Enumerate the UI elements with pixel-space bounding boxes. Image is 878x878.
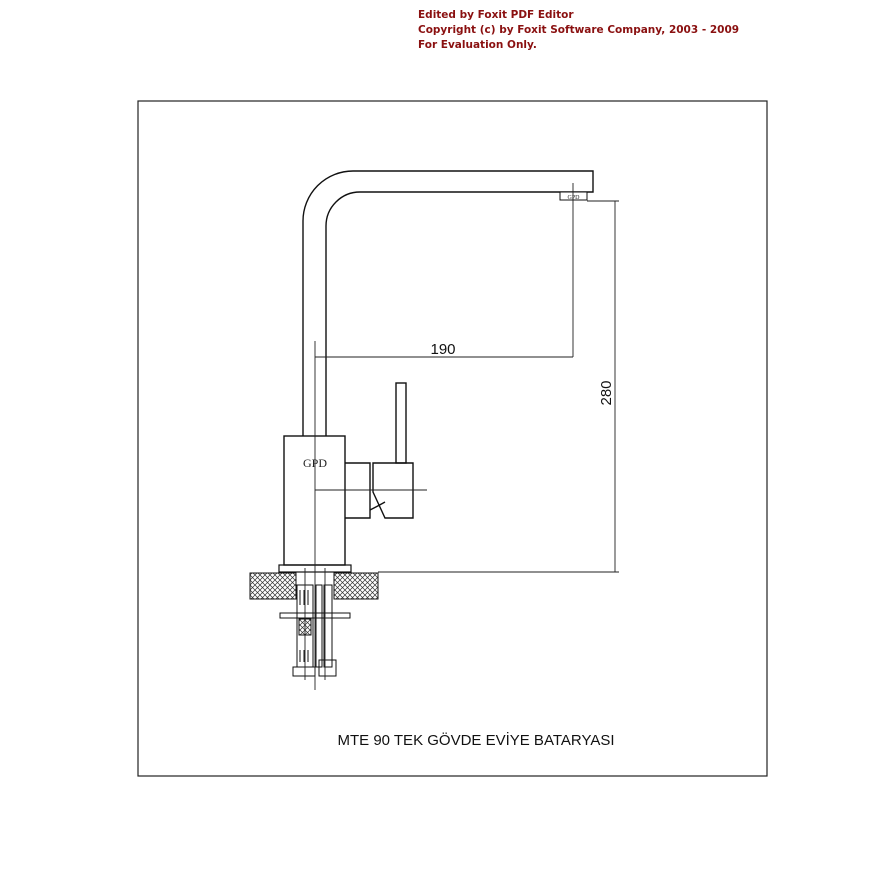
faucet-handle <box>345 382 414 519</box>
drawing-title: MTE 90 TEK GÖVDE EVİYE BATARYASI <box>337 731 614 749</box>
height-dimension-label: 280 <box>598 380 615 405</box>
reach-dimension-label: 190 <box>430 341 455 358</box>
aerator <box>559 191 588 201</box>
watermark-line-3: For Evaluation Only. <box>418 39 537 51</box>
countertop-section <box>249 572 379 600</box>
watermark-line-1: Edited by Foxit PDF Editor <box>418 9 574 21</box>
aerator-brand-label: GPD <box>567 195 580 201</box>
watermark-line-2: Copyright (c) by Foxit Software Company,… <box>418 24 740 36</box>
drawing-frame <box>137 100 768 777</box>
dimension-lines <box>304 183 619 690</box>
faucet-spout <box>302 170 594 436</box>
foxit-watermark: Edited by Foxit PDF Editor Copyright (c)… <box>418 8 739 53</box>
